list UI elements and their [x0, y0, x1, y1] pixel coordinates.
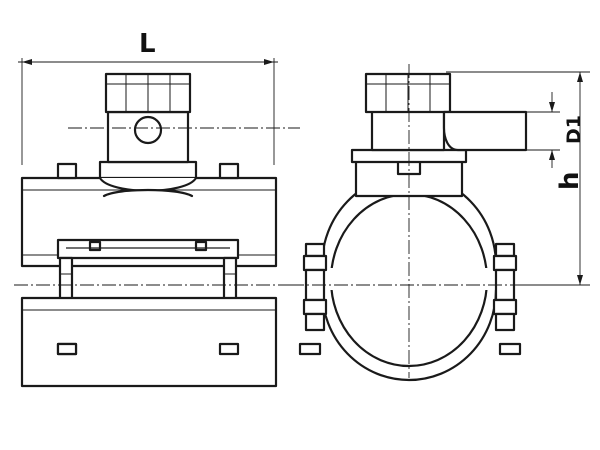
lower-saddle-body — [20, 296, 278, 388]
front-spigot — [370, 108, 446, 152]
left-bolt — [302, 242, 328, 332]
label-l: L — [139, 29, 156, 59]
dimension-h: h — [446, 71, 590, 286]
label-d1: D1 — [563, 115, 585, 144]
right-bolt — [492, 242, 518, 332]
label-h: h — [555, 171, 585, 190]
dimension-l: L — [18, 29, 278, 165]
front-view: h D1 — [56, 64, 590, 382]
side-view: L — [14, 29, 300, 388]
dimension-d1: D1 — [526, 92, 585, 168]
outlet-bore — [133, 115, 163, 145]
outlet-pipe — [442, 110, 528, 152]
